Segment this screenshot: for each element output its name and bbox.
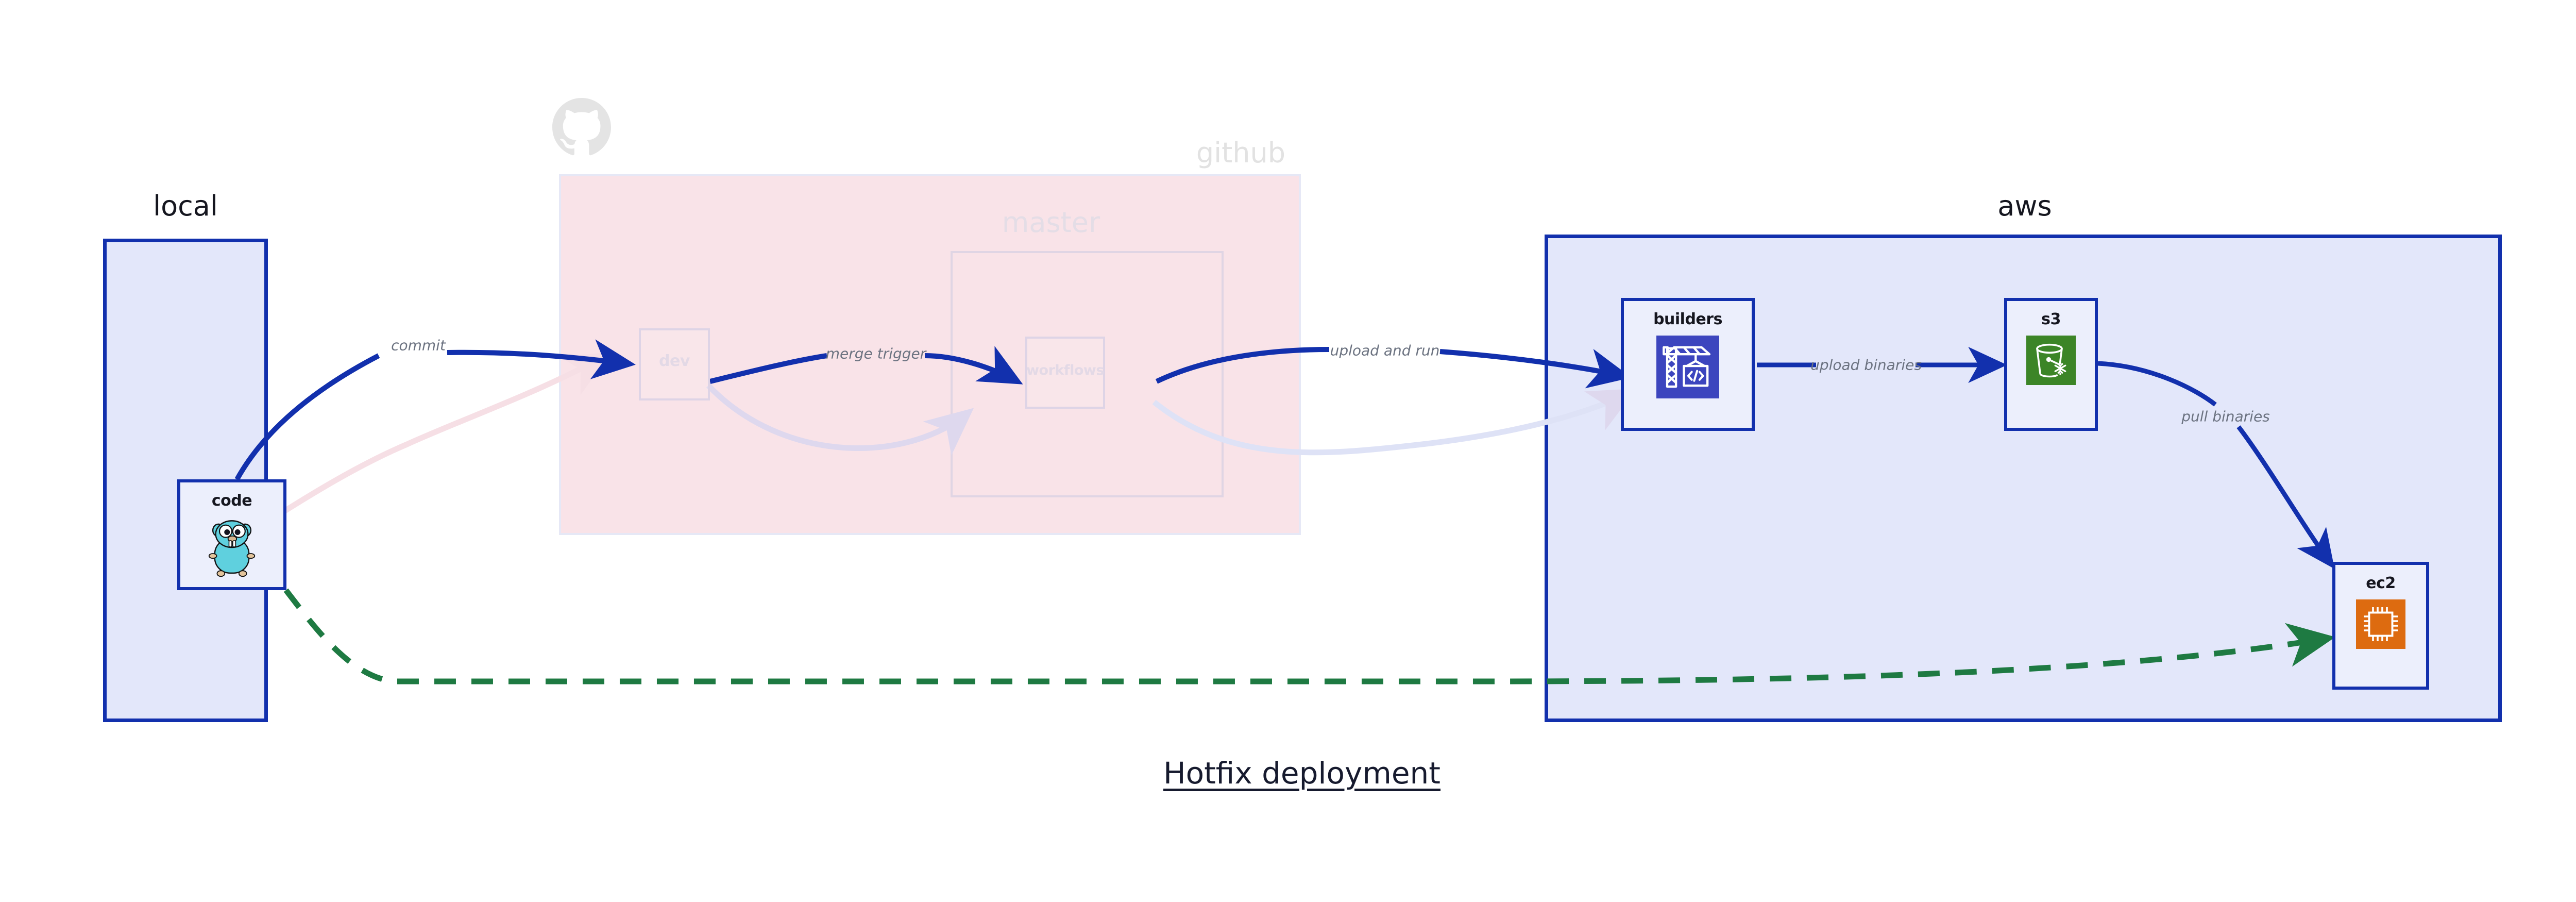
edge-label-pull-binaries: pull binaries xyxy=(2181,408,2270,425)
node-label-dev: dev xyxy=(659,352,690,370)
group-label-master: master xyxy=(1002,206,1100,239)
node-builders[interactable]: builders xyxy=(1621,298,1755,431)
edge-label-upload-binaries: upload binaries xyxy=(1810,356,1922,374)
edge-code-to-dev-faded xyxy=(256,352,612,531)
node-s3[interactable]: s3 xyxy=(2004,298,2098,431)
node-code[interactable]: code xyxy=(177,479,286,590)
node-dev[interactable]: dev xyxy=(639,328,710,400)
ec2-cpu-chip-icon xyxy=(2356,599,2405,651)
edge-label-commit: commit xyxy=(391,337,446,354)
crane-code-build-icon xyxy=(1656,336,1719,400)
go-gopher-icon xyxy=(204,517,260,580)
node-label-ec2: ec2 xyxy=(2366,574,2396,592)
node-workflows[interactable]: workflows xyxy=(1025,337,1105,409)
edge-label-merge-trigger: merge trigger xyxy=(825,345,926,362)
diagram-title: Hotfix deployment xyxy=(1163,756,1441,791)
group-label-local: local xyxy=(153,190,218,222)
edge-label-upload-and-run: upload and run xyxy=(1330,342,1440,359)
github-octocat-icon xyxy=(552,98,611,157)
group-label-github: github xyxy=(1196,137,1285,169)
node-label-code: code xyxy=(211,492,252,510)
node-ec2[interactable]: ec2 xyxy=(2332,562,2429,690)
node-label-s3: s3 xyxy=(2041,310,2061,328)
group-label-aws: aws xyxy=(1997,190,2052,222)
node-label-builders: builders xyxy=(1653,310,1722,328)
s3-glacier-bucket-icon xyxy=(2026,336,2076,387)
node-label-workflows: workflows xyxy=(1026,362,1104,378)
